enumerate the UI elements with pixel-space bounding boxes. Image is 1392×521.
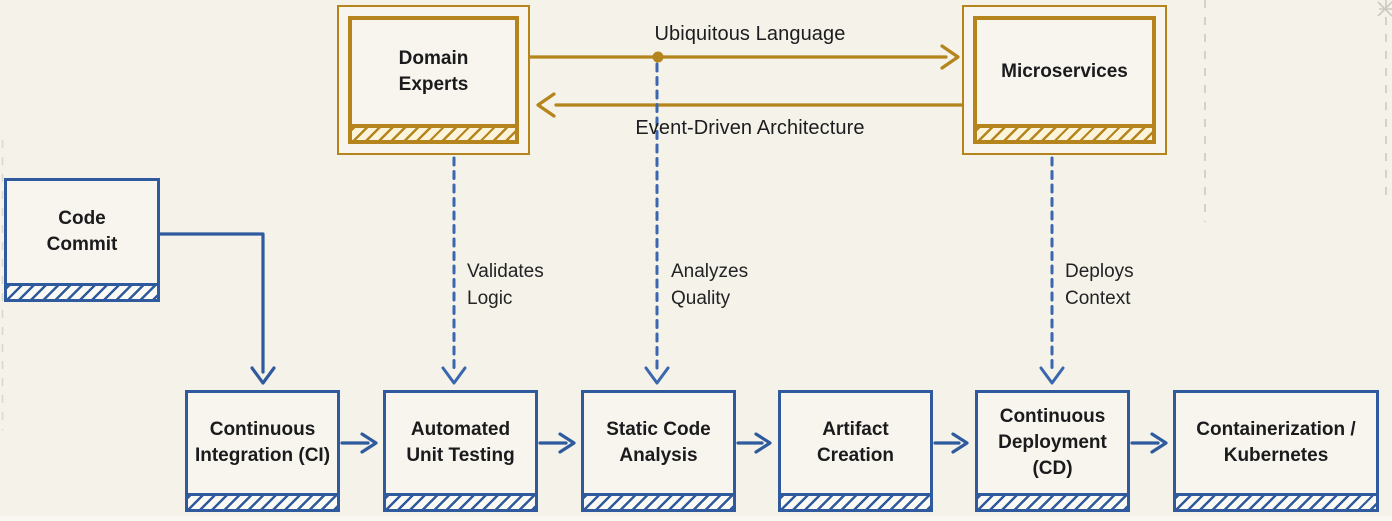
node-artifact-creation: Artifact Creation bbox=[778, 390, 933, 512]
arrowhead-right-icon bbox=[1150, 432, 1168, 454]
arrowhead-down-icon bbox=[644, 366, 670, 385]
node-label: Automated Unit Testing bbox=[406, 419, 515, 466]
node-label: Containerization / Kubernetes bbox=[1196, 419, 1356, 466]
node-label-text: Code Commit bbox=[46, 208, 118, 255]
node-static-code-analysis: Static Code Analysis bbox=[581, 390, 736, 512]
node-code-commit: Code Commit bbox=[4, 178, 160, 302]
label-validates-logic: Validates Logic bbox=[467, 261, 544, 309]
node-frame: Domain Experts bbox=[348, 16, 519, 144]
canvas-bottom-edge bbox=[0, 516, 1392, 521]
label-analyzes-quality: Analyzes Quality bbox=[671, 261, 749, 309]
hatch-strip bbox=[188, 493, 337, 509]
arrowhead-down-icon bbox=[1039, 366, 1065, 385]
hatch-strip bbox=[7, 283, 157, 299]
node-label: Artifact Creation bbox=[816, 419, 895, 466]
arrowhead-down-icon bbox=[441, 366, 467, 385]
node-domain-experts: Domain Experts bbox=[337, 5, 530, 155]
node-microservices: Microservices bbox=[962, 5, 1167, 155]
domain-links bbox=[528, 44, 964, 118]
node-containerization-kubernetes: Containerization / Kubernetes bbox=[1173, 390, 1379, 512]
pipeline-links bbox=[157, 232, 1168, 454]
arrowhead-right-icon bbox=[754, 432, 772, 454]
node-label: Code Commit bbox=[7, 181, 157, 283]
node-continuous-integration: Continuous Integration (CI) bbox=[185, 390, 340, 512]
hatch-strip bbox=[1176, 493, 1376, 509]
hatch-strip bbox=[978, 493, 1127, 509]
arrow-commit-to-ci bbox=[157, 232, 265, 374]
arrowhead-down-icon bbox=[250, 366, 276, 385]
mapping-links bbox=[441, 62, 1065, 385]
arrowhead-right-icon bbox=[558, 432, 576, 454]
arrowhead-right-icon bbox=[951, 432, 969, 454]
hatch-strip bbox=[781, 493, 930, 509]
arrowhead-left-icon bbox=[536, 92, 556, 118]
corner-mark-icon bbox=[1377, 1, 1392, 17]
node-frame: Microservices bbox=[973, 16, 1156, 144]
junction-dot-icon bbox=[652, 51, 664, 63]
node-label-text: Microservices bbox=[1001, 61, 1128, 83]
node-automated-unit-testing: Automated Unit Testing bbox=[383, 390, 538, 512]
label-event-driven-architecture: Event-Driven Architecture bbox=[635, 117, 865, 139]
canvas-guide-lines bbox=[1, 0, 1392, 430]
label-ubiquitous-language: Ubiquitous Language bbox=[654, 23, 846, 45]
label-deploys-context: Deploys Context bbox=[1065, 261, 1134, 309]
arrowhead-right-icon bbox=[360, 432, 378, 454]
hatch-strip bbox=[352, 124, 515, 140]
hatch-strip bbox=[584, 493, 733, 509]
arrowhead-right-icon bbox=[940, 44, 960, 70]
hatch-strip bbox=[977, 124, 1152, 140]
node-label-text: Domain Experts bbox=[398, 48, 469, 95]
node-continuous-deployment: Continuous Deployment (CD) bbox=[975, 390, 1130, 512]
node-label: Continuous Deployment (CD) bbox=[998, 406, 1107, 479]
hatch-strip bbox=[386, 493, 535, 509]
node-label: Static Code Analysis bbox=[606, 419, 711, 466]
node-label: Microservices bbox=[977, 20, 1152, 124]
node-label: Continuous Integration (CI) bbox=[194, 419, 331, 466]
node-label: Domain Experts bbox=[352, 20, 515, 124]
